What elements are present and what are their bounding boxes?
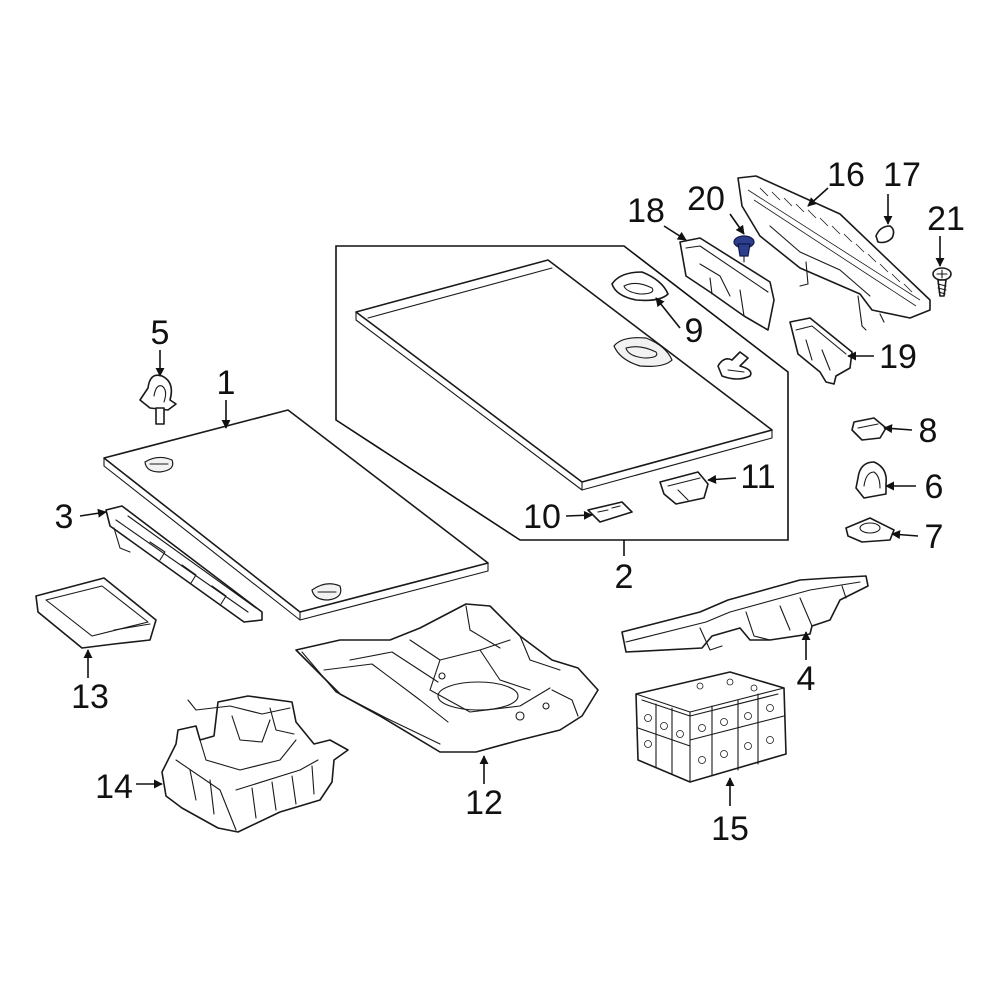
callout-20: 20 [687,180,725,218]
part-11-latch[interactable] [659,471,709,505]
part-2-group-bracket [335,245,789,541]
part-19-bracket[interactable] [789,317,853,385]
part-9-handle[interactable] [611,271,669,302]
part-13-tray[interactable] [35,577,157,649]
part-7-base-plate[interactable] [845,517,895,543]
leader-lines [79,187,945,806]
callout-11: 11 [740,458,775,496]
part-21-screw[interactable] [932,267,952,297]
part-17-grommet[interactable] [875,225,895,244]
callout-21: 21 [927,200,965,238]
cover-hook[interactable] [717,351,752,380]
part-15-crate[interactable] [635,671,787,783]
callout-2: 2 [615,558,634,596]
part-5-hook[interactable] [139,374,177,425]
callout-15: 15 [711,810,749,848]
callout-1: 1 [217,364,236,402]
callout-12: 12 [465,784,503,822]
callout-labels: 1 2 3 4 5 6 7 8 9 10 11 12 13 14 15 16 1… [55,156,965,848]
part-3-trim-strip[interactable] [105,505,263,623]
part-6-hook[interactable] [855,461,888,499]
part-18-bracket[interactable] [679,237,775,331]
part-12-storage-tub[interactable] [295,603,599,753]
callout-19: 19 [879,338,917,376]
callout-7: 7 [925,518,944,556]
callout-13: 13 [71,678,109,716]
callout-16: 16 [827,156,865,194]
part-2-cover-panel[interactable] [355,259,773,491]
callout-14: 14 [95,768,133,806]
callout-8: 8 [919,412,938,450]
part-4-rear-rail[interactable] [621,575,869,653]
callout-6: 6 [925,468,944,506]
part-1-load-floor[interactable] [103,409,489,621]
callout-17: 17 [883,156,921,194]
callout-9: 9 [685,312,704,350]
callout-10: 10 [523,498,561,536]
callout-18: 18 [627,192,665,230]
callout-4: 4 [797,660,816,698]
part-10-clip[interactable] [587,501,633,523]
part-16-sill-trim[interactable] [737,175,931,331]
callout-3: 3 [55,498,74,536]
callout-5: 5 [151,314,170,352]
part-14-foam-insert[interactable] [161,695,349,833]
part-8-cap[interactable] [851,417,887,441]
part-20-push-clip[interactable] [733,235,755,263]
